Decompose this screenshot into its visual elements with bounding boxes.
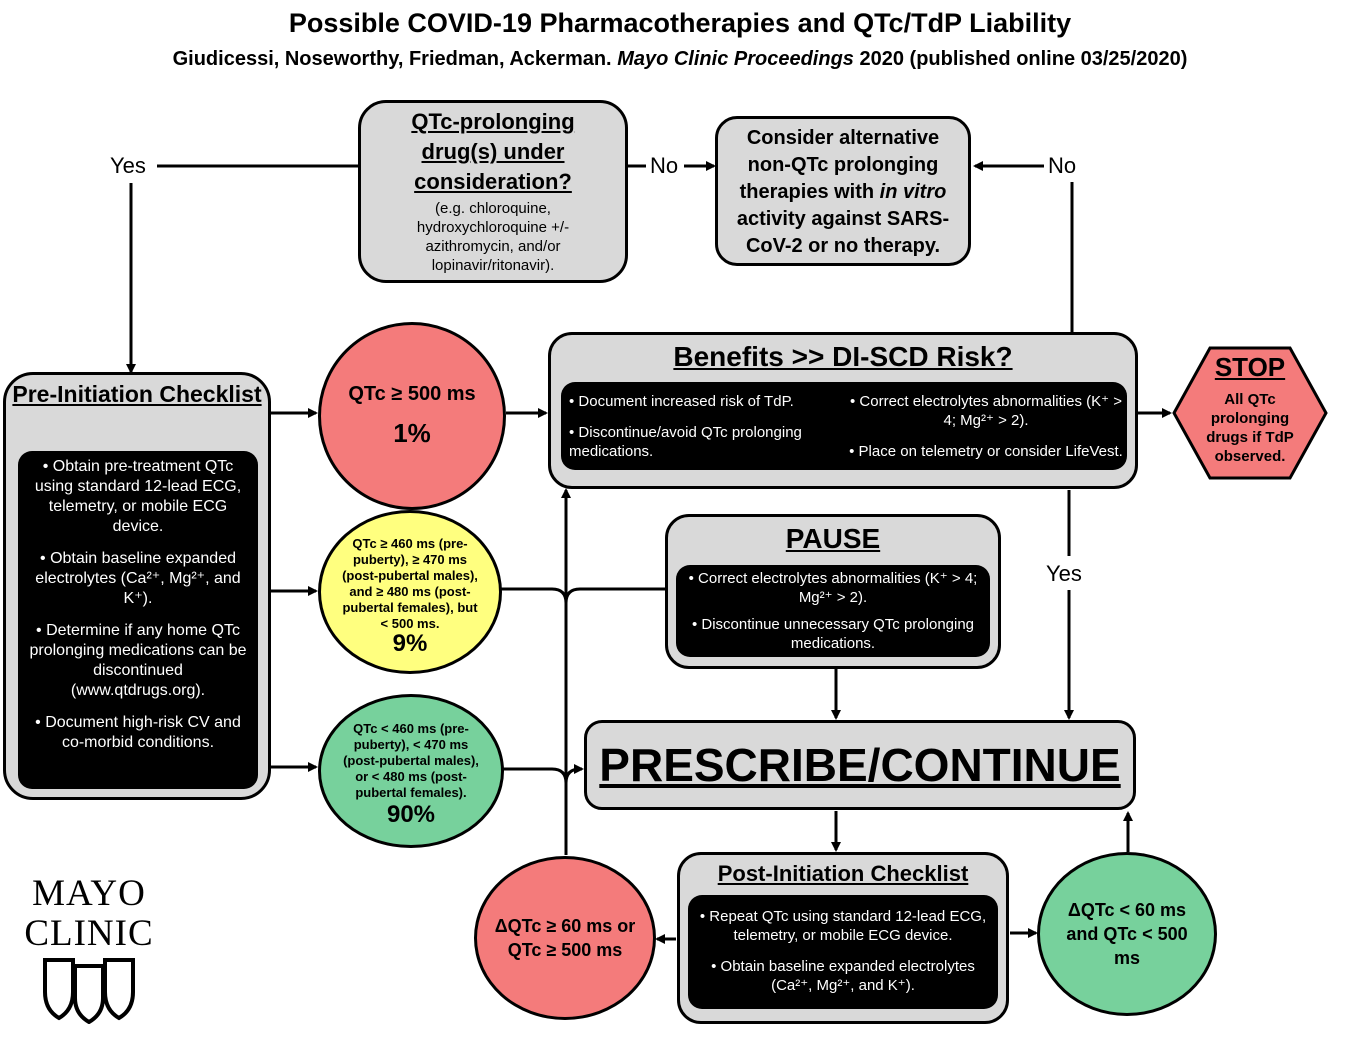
subtitle-tail: 2020 (published online 03/25/2020) (853, 48, 1188, 70)
circle-qtc-high: QTc ≥ 500 ms 1% (318, 322, 506, 510)
post-checklist-items: • Repeat QTc using standard 12-lead ECG,… (688, 895, 998, 1009)
pause-items: • Correct electrolytes abnormalities (K⁺… (676, 565, 990, 657)
logo-line-1: MAYO (32, 873, 146, 914)
pre-checklist-item: • Obtain baseline expanded electrolytes … (35, 550, 241, 607)
subtitle-journal: Mayo Clinic Proceedings (617, 48, 854, 70)
delta-low-text: ΔQTc < 60 ms and QTc < 500 ms (1066, 900, 1188, 968)
circle-mid-text: QTc ≥ 460 ms (pre-puberty), ≥ 470 ms (po… (342, 536, 478, 631)
circle-qtc-mid: QTc ≥ 460 ms (pre-puberty), ≥ 470 ms (po… (318, 510, 502, 674)
shield-icon (43, 958, 135, 1025)
post-checklist-heading: Post-Initiation Checklist (717, 861, 969, 886)
benefits-item: • Discontinue/avoid QTc prolonging medic… (569, 424, 802, 460)
edge-mid-to-pause (501, 587, 665, 604)
page-title: Possible COVID-19 Pharmacotherapies and … (288, 8, 1072, 38)
alternative-text-a: Consider alternative non-QTc prolonging … (739, 127, 940, 203)
circle-low-pct: 90% (386, 801, 436, 828)
delta-high-text: ΔQTc ≥ 60 ms or QTc ≥ 500 ms (494, 916, 636, 960)
benefits-item: • Correct electrolytes abnormalities (K⁺… (849, 393, 1122, 429)
logo-line-2: CLINIC (24, 913, 154, 954)
pre-checklist-item: • Document high-risk CV and co-morbid co… (35, 714, 241, 751)
question-box: QTc-prolonging drug(s) under considerati… (358, 100, 628, 283)
pause-heading: PAUSE (785, 523, 881, 554)
pre-initiation-checklist: Pre-Initiation Checklist • Obtain pre-tr… (3, 372, 271, 800)
circle-delta-high: ΔQTc ≥ 60 ms or QTc ≥ 500 ms (474, 856, 656, 1020)
benefits-box: Benefits >> DI-SCD Risk? • Document incr… (548, 332, 1138, 489)
stop-heading: STOP (1214, 352, 1286, 382)
pre-checklist-item: • Obtain pre-treatment QTc using standar… (34, 458, 242, 535)
stop-content: STOP All QTc prolonging drugs if TdP obs… (1200, 350, 1300, 466)
circle-high-pct: 1% (393, 418, 431, 448)
question-examples: (e.g. chloroquine, hydroxychloroquine +/… (416, 200, 570, 274)
circle-high-text: QTc ≥ 500 ms (348, 383, 476, 405)
label-no-right: No (1044, 153, 1081, 179)
alternative-text-italic: in vitro (879, 181, 947, 203)
question-heading: QTc-prolonging drug(s) under considerati… (411, 109, 575, 194)
post-checklist-item: • Repeat QTc using standard 12-lead ECG,… (699, 908, 987, 944)
pre-checklist-items: • Obtain pre-treatment QTc using standar… (18, 451, 258, 789)
prescribe-box: PRESCRIBE/CONTINUE (584, 720, 1136, 810)
pause-box: PAUSE • Correct electrolytes abnormaliti… (665, 514, 1001, 669)
prescribe-heading: PRESCRIBE/CONTINUE (599, 739, 1121, 791)
benefits-heading: Benefits >> DI-SCD Risk? (673, 341, 1013, 372)
benefits-item: • Document increased risk of TdP. (569, 393, 794, 410)
mayo-clinic-logo: MAYO CLINIC (14, 874, 164, 1029)
alternative-text-b: activity against SARS-CoV-2 or no therap… (736, 208, 950, 257)
benefits-item: • Place on telemetry or consider LifeVes… (849, 443, 1123, 460)
pre-checklist-heading: Pre-Initiation Checklist (12, 381, 262, 407)
stop-hexagon (1172, 346, 1328, 480)
pause-item: • Discontinue unnecessary QTc prolonging… (691, 616, 975, 652)
alternative-box: Consider alternative non-QTc prolonging … (715, 116, 971, 266)
label-yes-top: Yes (106, 153, 150, 179)
circle-delta-low: ΔQTc < 60 ms and QTc < 500 ms (1037, 852, 1217, 1016)
label-yes-right: Yes (1042, 561, 1086, 587)
benefits-items: • Document increased risk of TdP. • Disc… (561, 382, 1127, 470)
stop-text: All QTc prolonging drugs if TdP observed… (1206, 391, 1294, 465)
post-checklist-item: • Obtain baseline expanded electrolytes … (711, 958, 975, 994)
subtitle-authors: Giudicessi, Noseworthy, Friedman, Ackerm… (172, 48, 618, 70)
circle-low-text: QTc < 460 ms (pre-puberty), < 470 ms (po… (343, 721, 479, 800)
edge-low-bridge (503, 767, 581, 784)
pause-item: • Correct electrolytes abnormalities (K⁺… (688, 570, 978, 606)
label-no-left: No (646, 153, 683, 179)
circle-qtc-low: QTc < 460 ms (pre-puberty), < 470 ms (po… (318, 694, 504, 848)
post-initiation-checklist: Post-Initiation Checklist • Repeat QTc u… (677, 852, 1009, 1024)
circle-mid-pct: 9% (392, 630, 428, 657)
page-subtitle: Giudicessi, Noseworthy, Friedman, Ackerm… (0, 48, 1360, 71)
pre-checklist-item: • Determine if any home QTc prolonging m… (29, 622, 247, 699)
